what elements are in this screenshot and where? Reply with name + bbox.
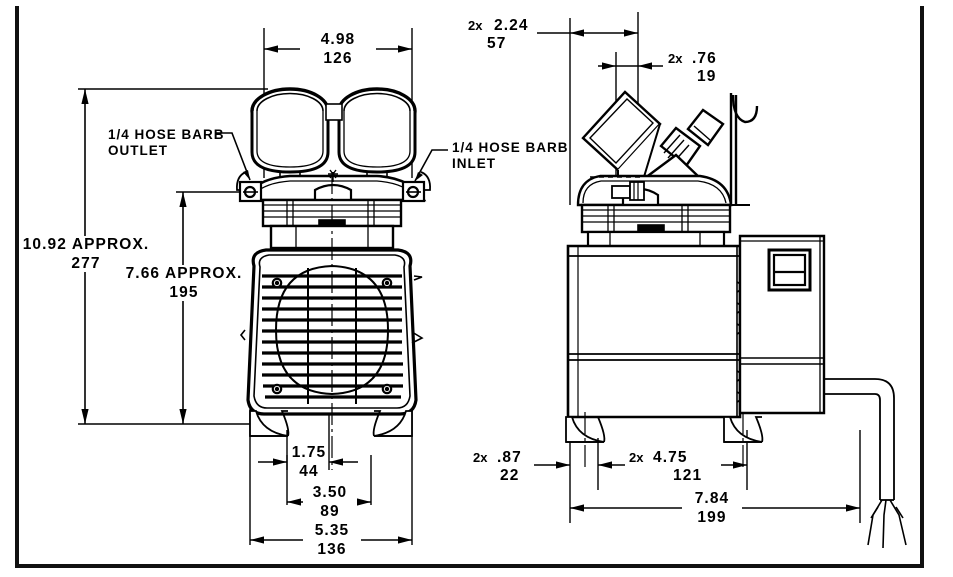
grille-vertical-ribs — [307, 268, 357, 404]
dim-front-body-mm: 195 — [169, 284, 198, 301]
front-pump-geometry — [236, 87, 431, 470]
dim-front-height-inch: 10.92 APPROX. — [23, 236, 150, 253]
upper-shroud — [240, 169, 427, 202]
hook-bracket — [727, 93, 759, 206]
side-upper-shroud — [576, 174, 733, 207]
dim-side-top-offset-prefix: 2x — [468, 18, 483, 33]
note-inlet-line1: 1/4 HOSE BARB — [452, 140, 569, 155]
dim-front-foot-span-inch: 3.50 — [313, 484, 348, 501]
dim-front-base-inch: 5.35 — [315, 522, 350, 539]
dim-front-width-inch: 4.98 — [321, 31, 356, 48]
note-outlet-line1: 1/4 HOSE BARB — [108, 127, 225, 142]
dim-side-edge-offset-mm: 22 — [500, 467, 519, 484]
dim-side-edge-offset-inch: .87 — [497, 449, 522, 466]
dim-front-body-inch: 7.66 APPROX. — [126, 265, 243, 282]
dim-side-small-offset-mm: 19 — [697, 68, 716, 85]
dim-side-edge-offset-prefix: 2x — [473, 450, 488, 465]
dimension-side-small-offset: 2x .76 19 — [598, 50, 717, 85]
dimension-front-foot-span: 3.50 89 — [287, 484, 371, 521]
drawing-border-frame — [15, 6, 924, 568]
dimension-front-width-top: 4.98 126 — [264, 31, 412, 68]
cylinder-head-left — [250, 87, 330, 174]
dimension-side-top-offset: 2x 2.24 57 — [468, 17, 638, 52]
dim-front-foot-inner-mm: 44 — [299, 463, 318, 480]
dim-front-height-mm: 277 — [71, 255, 100, 272]
cord-wires — [867, 499, 907, 549]
dim-side-small-offset-inch: .76 — [692, 50, 717, 67]
side-pump-geometry — [565, 90, 907, 549]
dim-front-base-mm: 136 — [317, 541, 346, 558]
dimension-side-edge-offset: 2x .87 22 — [473, 449, 570, 484]
dim-side-small-offset-prefix: 2x — [668, 51, 683, 66]
dim-side-top-offset-inch: 2.24 — [494, 17, 529, 34]
note-inlet-line2: INLET — [452, 156, 496, 171]
dim-front-width-mm: 126 — [323, 50, 352, 67]
hose-barb-outlet-fitting — [238, 180, 263, 203]
electrical-junction-box — [738, 234, 826, 415]
shroud-side-tabs — [239, 275, 424, 344]
dimension-front-base-width: 5.35 136 — [250, 522, 412, 559]
dim-side-length-inch: 7.84 — [695, 490, 730, 507]
dim-side-length-mm: 199 — [697, 509, 726, 526]
dim-side-foot-span-mm: 121 — [673, 467, 702, 484]
foot-right — [372, 410, 413, 437]
note-inlet-leader — [414, 149, 448, 182]
side-centerline — [584, 412, 744, 470]
dimension-side-overall-length: 7.84 199 — [570, 490, 860, 527]
dim-side-foot-span-inch: 4.75 — [653, 449, 688, 466]
grille-screws — [271, 277, 393, 395]
dim-front-foot-inner-inch: 1.75 — [292, 444, 327, 461]
cylinder-head-right — [337, 87, 417, 174]
dimension-side-foot-span: 2x 4.75 121 — [598, 448, 747, 484]
dim-side-top-offset-mm: 57 — [487, 35, 506, 52]
side-rib-band — [580, 203, 732, 234]
front-elevation-view: 4.98 126 10.92 APPROX. 277 7.66 APPROX. … — [23, 28, 569, 559]
dim-front-foot-span-mm: 89 — [320, 503, 339, 520]
dimension-front-height-body: 7.66 APPROX. 195 — [124, 192, 244, 424]
dimension-front-foot-inner: 1.75 44 — [258, 444, 358, 481]
side-elevation-view: 2x 2.24 57 2x .76 19 2x .87 22 2x — [468, 12, 907, 549]
side-foot-right — [723, 416, 764, 443]
note-outlet-line2: OUTLET — [108, 143, 168, 158]
valve-fitting-stack — [659, 108, 725, 168]
side-foot-left — [565, 416, 606, 443]
dim-side-foot-span-prefix: 2x — [629, 450, 644, 465]
hose-barb-inlet-fitting — [401, 180, 426, 203]
side-motor-housing — [566, 244, 742, 419]
head-bridge — [325, 103, 343, 121]
switch-plate-inner — [772, 253, 807, 287]
foot-left — [249, 410, 290, 437]
power-cord — [824, 378, 907, 549]
tilted-cylinder-head — [581, 90, 662, 191]
